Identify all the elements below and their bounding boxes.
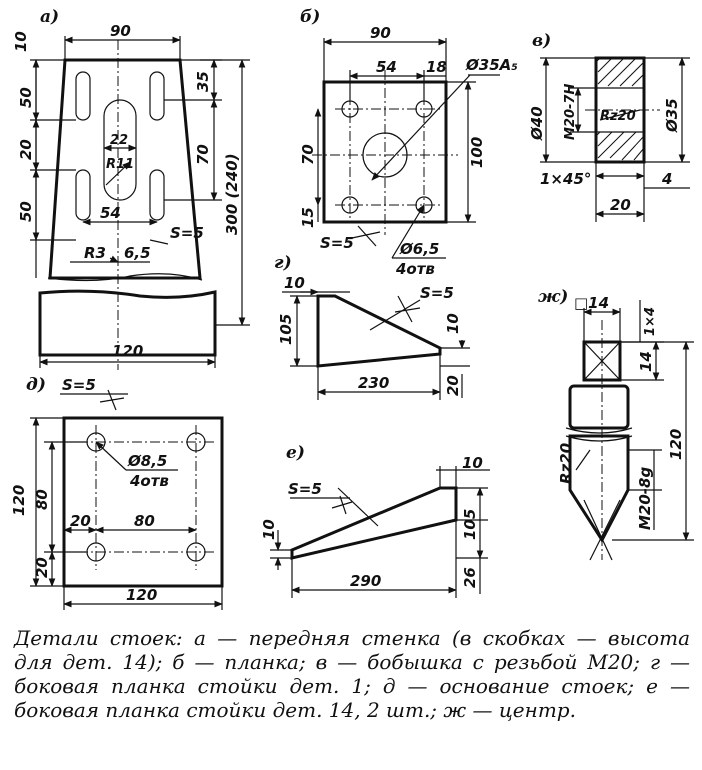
dim-g-20: 20 xyxy=(444,375,462,396)
dim-v-20: 20 xyxy=(610,196,631,214)
dim-b-thickness: S=5 xyxy=(320,234,354,252)
dim-d-20-vert: 20 xyxy=(33,557,51,578)
view-g-label: г) xyxy=(274,253,292,273)
dim-a-r11: R11 xyxy=(106,157,134,172)
view-v-boss: в) Ø40 M20-7H Rz20 Ø35 1×45° 4 20 xyxy=(528,31,690,222)
dim-b-18: 18 xyxy=(426,58,447,76)
view-e-label: е) xyxy=(286,443,305,463)
dim-d-20-horiz: 20 xyxy=(70,512,91,530)
view-v-label: в) xyxy=(532,31,551,51)
slot-left-upper xyxy=(75,71,91,121)
view-zh-center: ж) □14 1×4 14 120 Rz20 M20-8g xyxy=(538,287,694,561)
dim-e-thickness: S=5 xyxy=(288,480,322,498)
dim-d-4holes: 4отв xyxy=(129,472,169,490)
dim-v-d35: Ø35 xyxy=(663,98,681,133)
dim-zh-120: 120 xyxy=(667,429,685,460)
dim-e-105: 105 xyxy=(461,509,479,540)
center-collar xyxy=(568,384,630,430)
slot-left-lower xyxy=(75,169,91,221)
view-e-side-plank: е) S=5 10 105 10 290 26 xyxy=(260,443,490,598)
dim-e-26: 26 xyxy=(461,567,479,588)
technical-drawing: а) 10 9 xyxy=(10,7,694,610)
dim-v-rz20: Rz20 xyxy=(600,109,636,124)
dim-b-70: 70 xyxy=(299,144,317,165)
dim-e-290: 290 xyxy=(350,572,381,590)
dim-a-thickness: S=5 xyxy=(170,224,204,242)
dim-v-d40: Ø40 xyxy=(528,106,546,141)
dim-a-6-5: 6,5 xyxy=(124,244,151,262)
dim-d-120-horiz: 120 xyxy=(126,586,157,604)
dim-g-10: 10 xyxy=(284,274,305,292)
dim-zh-square14: □14 xyxy=(574,294,609,312)
view-b-plate: б) 90 54 18 Ø35A₅ 70 100 15 S=5 Ø6,5 4от xyxy=(299,7,518,278)
front-wall-upper-outline xyxy=(48,58,202,280)
dim-v-4: 4 xyxy=(661,170,672,188)
dim-g-230: 230 xyxy=(358,374,389,392)
slot-center xyxy=(103,99,137,201)
dim-zh-m20: M20-8g xyxy=(636,467,654,530)
dim-b-4holes: 4отв xyxy=(395,260,435,278)
dim-g-105: 105 xyxy=(277,314,295,345)
front-wall-lower-outline xyxy=(38,289,217,357)
side-plank-g-outline xyxy=(316,294,442,368)
dim-zh-14: 14 xyxy=(637,351,655,372)
view-a-label: а) xyxy=(40,7,59,27)
dim-a-90: 90 xyxy=(110,22,131,40)
slot-right-upper xyxy=(149,71,165,121)
dim-a-r3: R3 xyxy=(84,244,106,262)
dim-zh-rz20: Rz20 xyxy=(557,443,575,484)
dim-a-22: 22 xyxy=(110,133,128,148)
dim-d-80-vert: 80 xyxy=(33,489,51,510)
dim-v-m20: M20-7H xyxy=(563,84,578,140)
dim-a-20: 20 xyxy=(17,139,35,160)
dim-b-d35: Ø35A₅ xyxy=(465,56,518,74)
dim-g-thickness: S=5 xyxy=(420,284,454,302)
dim-g-10-right: 10 xyxy=(444,313,462,334)
dim-a-35: 35 xyxy=(194,71,212,92)
view-g-side-plank: г) 10 S=5 105 10 230 20 xyxy=(274,253,470,400)
view-zh-label: ж) xyxy=(538,287,568,307)
dim-zh-chamfer: 1×4 xyxy=(643,307,658,336)
dim-d-80-horiz: 80 xyxy=(134,512,155,530)
dim-e-10-top: 10 xyxy=(462,454,483,472)
dim-a-300: 300 (240) xyxy=(223,153,241,235)
view-b-label: б) xyxy=(300,7,320,27)
dim-d-d8-5: Ø8,5 xyxy=(127,452,167,470)
break-line-upper xyxy=(47,273,203,282)
figure-caption: Детали стоек: а — передняя стенка (в ско… xyxy=(14,626,690,722)
dim-d-120-vert: 120 xyxy=(10,485,28,516)
dim-b-d6-5: Ø6,5 xyxy=(399,240,439,258)
base-outline xyxy=(62,416,224,588)
dim-b-54: 54 xyxy=(376,58,397,76)
view-d-label: д) xyxy=(26,375,46,395)
dim-e-10-left: 10 xyxy=(260,519,278,540)
dim-b-90: 90 xyxy=(370,24,391,42)
dim-a-10: 10 xyxy=(12,31,30,52)
dim-a-50-upper: 50 xyxy=(17,87,35,108)
side-plank-e-outline xyxy=(290,486,458,560)
center-threaded-tip xyxy=(568,434,630,543)
dim-a-50-lower: 50 xyxy=(17,201,35,222)
view-d-base: д) S=5 Ø8,5 4отв 120 80 20 80 20 120 xyxy=(10,375,224,610)
view-a-front-wall: а) 10 9 xyxy=(12,7,250,370)
dim-a-120: 120 xyxy=(112,342,143,360)
dim-a-70: 70 xyxy=(194,144,212,165)
dim-v-chamfer: 1×45° xyxy=(540,170,591,188)
dim-d-thickness: S=5 xyxy=(62,376,96,394)
dim-b-100: 100 xyxy=(468,137,486,168)
slot-right-lower xyxy=(149,169,165,221)
dim-a-54: 54 xyxy=(100,204,121,222)
dim-b-15: 15 xyxy=(299,207,317,228)
